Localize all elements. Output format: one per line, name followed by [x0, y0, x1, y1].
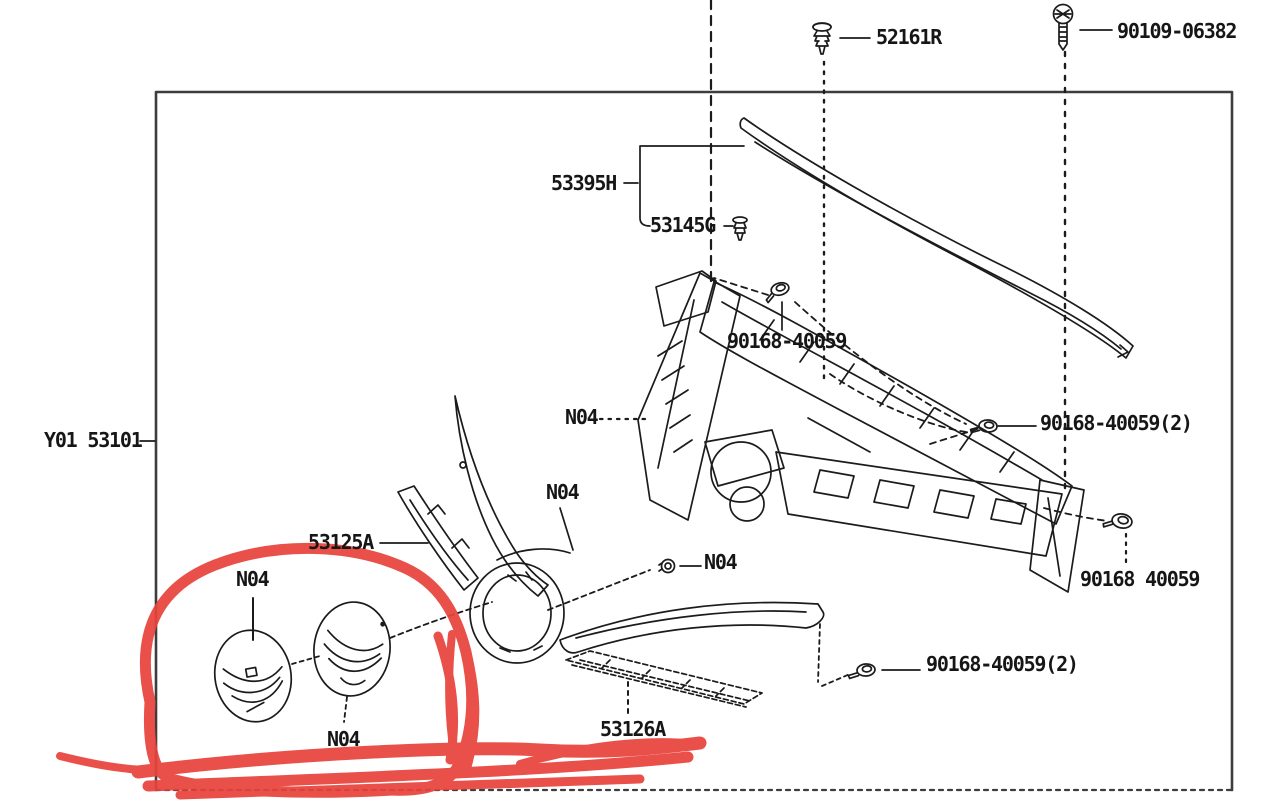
- screw-icon: [1102, 513, 1133, 529]
- center-guide-lines: [709, 0, 1067, 492]
- grille-surround: [454, 395, 825, 664]
- bolt-icon: [1052, 3, 1074, 51]
- dashed-connectors: [291, 277, 1109, 723]
- screw-icon: [765, 281, 790, 304]
- strip-53126a: [565, 650, 763, 708]
- screw-icon: [847, 663, 876, 680]
- screw-icon: [969, 419, 998, 434]
- clip-icon: [732, 216, 748, 241]
- emblem-part-right: [313, 601, 391, 697]
- red-circle-annotation: [56, 542, 707, 800]
- diagram-frame: [154, 90, 1234, 792]
- grommet-icon: [658, 558, 676, 574]
- strip-53125a: [397, 485, 479, 591]
- radiator-support-assembly: [637, 270, 1085, 593]
- clip-icon: [812, 22, 832, 55]
- hood-moulding-strip: [739, 117, 1134, 359]
- leader-lines: [139, 29, 1128, 715]
